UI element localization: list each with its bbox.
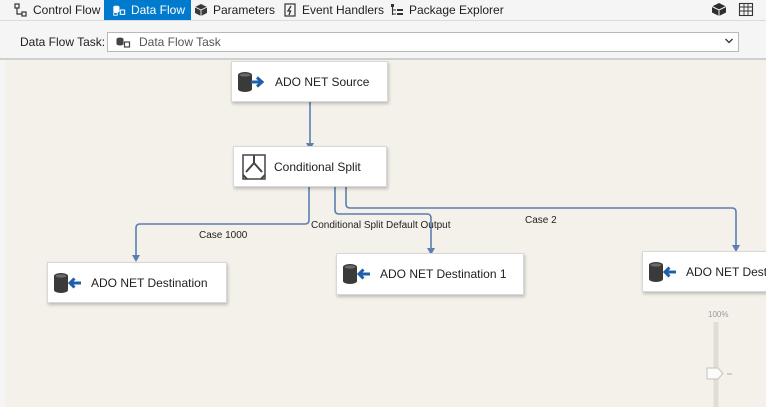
event-handlers-icon xyxy=(284,3,296,17)
path-label-case-1000: Case 1000 xyxy=(199,230,248,241)
data-flow-task-dropdown[interactable]: Data Flow Task xyxy=(107,32,739,52)
conditional-split-icon xyxy=(242,153,266,180)
arrowhead-dest-1000 xyxy=(132,255,140,262)
data-path-connectors xyxy=(132,101,740,407)
zoom-slider-thumb[interactable] xyxy=(706,367,724,380)
task-selector-bar: Data Flow Task: Data Flow Task xyxy=(0,21,766,60)
variables-grid-icon[interactable] xyxy=(738,2,754,17)
chevron-down-icon xyxy=(725,38,733,44)
tab-event-handlers[interactable]: Event Handlers xyxy=(275,0,390,20)
ado-net-destination-label: ADO NET Destination xyxy=(91,275,208,290)
path-label-case-2: Case 2 xyxy=(525,215,557,226)
tab-parameters-label: Parameters xyxy=(213,3,276,17)
conditional-split-label: Conditional Split xyxy=(274,159,361,174)
designer-tab-bar: Control Flow Data Flow Parameters Event … xyxy=(0,0,766,21)
ado-net-destination-1-component[interactable]: ADO NET Destination 1 xyxy=(336,253,524,295)
ado-net-destination-1-label: ADO NET Destination 1 xyxy=(380,267,507,281)
task-selector-label: Data Flow Task: xyxy=(20,35,106,49)
ado-net-source-icon xyxy=(238,71,265,92)
tab-data-flow-label: Data Flow xyxy=(130,3,185,17)
tab-event-handlers-label: Event Handlers xyxy=(302,3,385,17)
control-flow-icon xyxy=(14,3,27,17)
ado-net-destination-case-2-label: ADO NET Destination xyxy=(686,264,766,279)
path-label-default-output: Conditional Split Default Output xyxy=(311,220,451,231)
data-flow-design-canvas[interactable]: Case 1000 Conditional Split Default Outp… xyxy=(5,60,766,407)
tab-control-flow[interactable]: Control Flow xyxy=(6,0,106,20)
arrowhead-dest-default xyxy=(427,248,435,255)
zoom-level: 100% xyxy=(708,310,729,319)
tab-package-explorer[interactable]: Package Explorer xyxy=(382,0,510,20)
path-case-1000[interactable] xyxy=(135,186,310,256)
tab-package-explorer-label: Package Explorer xyxy=(409,3,504,17)
ado-net-source-component[interactable]: ADO NET Source xyxy=(231,61,388,102)
ado-net-destination-component[interactable]: ADO NET Destination xyxy=(47,262,227,303)
data-flow-icon xyxy=(113,5,126,16)
path-default-output[interactable] xyxy=(334,186,432,249)
ado-net-destination-1-icon xyxy=(343,264,370,284)
ado-net-destination-icon xyxy=(54,272,81,293)
path-case-2[interactable] xyxy=(345,186,737,246)
package-explorer-icon xyxy=(391,4,403,15)
tab-parameters[interactable]: Parameters xyxy=(186,0,281,20)
parameters-icon xyxy=(194,4,208,16)
package-icon[interactable] xyxy=(711,2,727,17)
conditional-split-component[interactable]: Conditional Split xyxy=(233,146,387,187)
arrowhead-dest-case2 xyxy=(732,245,740,252)
data-flow-task-value: Data Flow Task xyxy=(139,35,221,49)
ado-net-source-label: ADO NET Source xyxy=(275,74,370,89)
tab-control-flow-label: Control Flow xyxy=(33,3,101,17)
ado-net-destination-case-2-icon xyxy=(649,261,676,282)
tab-data-flow[interactable]: Data Flow xyxy=(104,0,191,20)
ado-net-destination-case-2-component[interactable]: ADO NET Destination xyxy=(642,251,766,292)
data-flow-task-icon xyxy=(116,37,131,48)
